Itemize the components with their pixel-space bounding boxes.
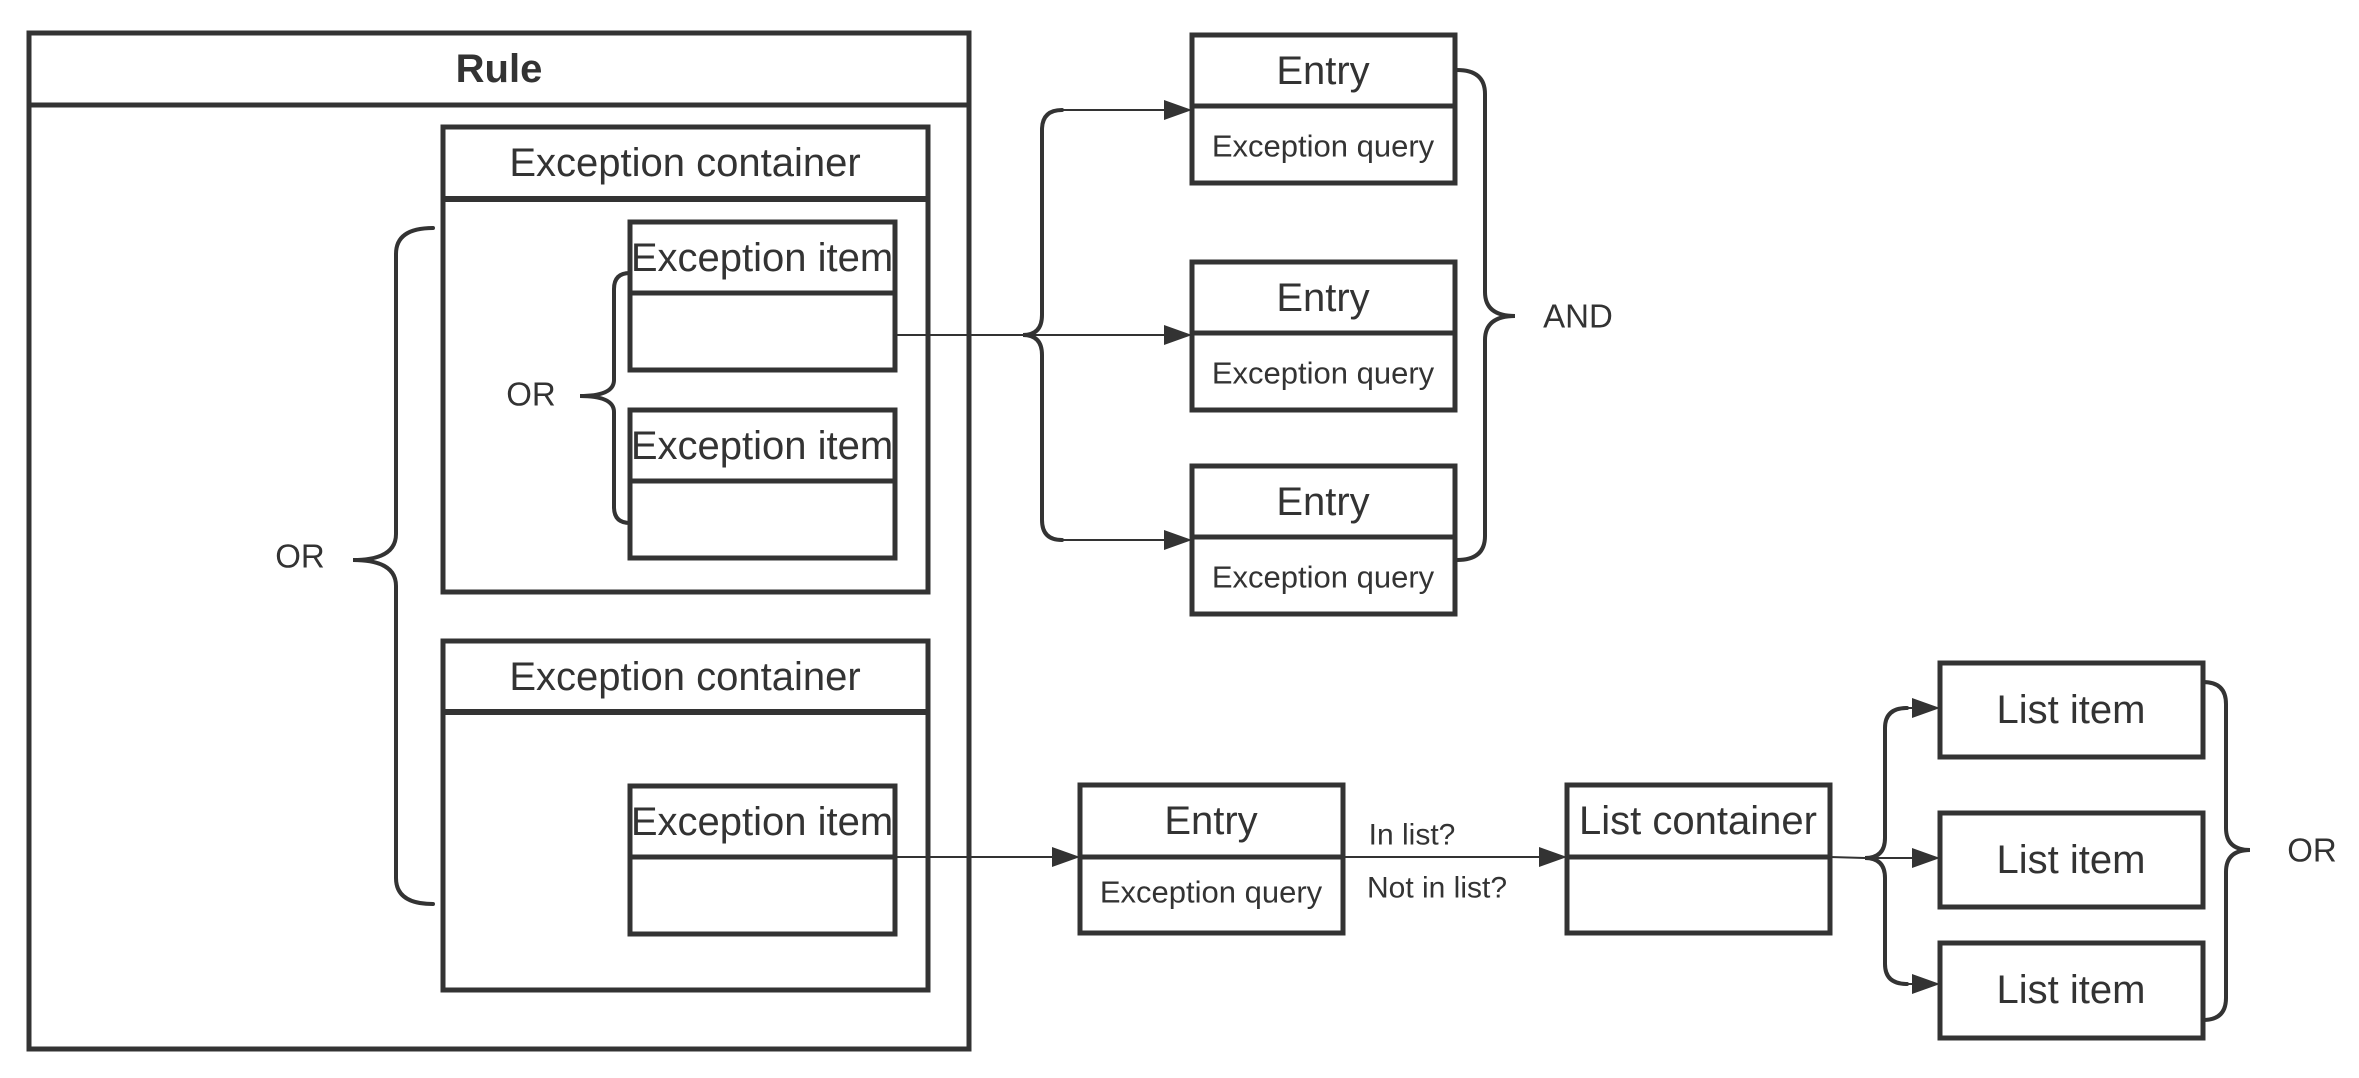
arrowhead-entry-bottom — [1052, 847, 1080, 867]
arrowhead-listitem2 — [1912, 848, 1940, 868]
arrowhead-listitem1 — [1912, 698, 1940, 718]
list-item-2-label: List item — [1997, 838, 2146, 882]
list-item-1-label: List item — [1997, 688, 2146, 732]
exception-container-2-title: Exception container — [509, 655, 860, 699]
or-brace-inner — [579, 271, 632, 525]
arrowhead-list-container — [1539, 847, 1567, 867]
exception-item-2-title: Exception item — [631, 424, 893, 468]
entry-3-title: Entry — [1276, 480, 1369, 524]
and-brace — [1455, 68, 1516, 562]
or-label-list: OR — [2287, 832, 2337, 869]
entry-split-brace — [1022, 108, 1064, 542]
entry-1-box — [1189, 32, 1458, 186]
or-brace-outer — [352, 226, 435, 906]
in-list-label: In list? — [1369, 819, 1456, 852]
arrowhead-entry3 — [1164, 530, 1192, 550]
exception-container-2-box — [440, 638, 931, 993]
list-container-title: List container — [1579, 799, 1817, 843]
entry-bottom-title: Entry — [1164, 799, 1257, 843]
arrowhead-entry2 — [1164, 325, 1192, 345]
entry-bottom-query: Exception query — [1100, 875, 1323, 910]
arrowhead-listitem3 — [1912, 974, 1940, 994]
rule-box — [26, 30, 972, 1052]
entry-2-title: Entry — [1276, 276, 1369, 320]
entry-3-box — [1189, 463, 1458, 617]
exception-item-1-title: Exception item — [631, 236, 893, 280]
list-item-3-box — [1937, 940, 2206, 1041]
list-item-1-box — [1937, 660, 2206, 760]
connector-list-container-to-split — [1829, 856, 1866, 859]
exception-item-3-box — [627, 783, 898, 937]
list-item-3-label: List item — [1997, 968, 2146, 1012]
list-split-brace — [1864, 706, 1909, 986]
or-label-inner: OR — [506, 376, 556, 413]
entry-2-query: Exception query — [1212, 356, 1435, 391]
and-label: AND — [1543, 298, 1613, 335]
rule-title: Rule — [456, 47, 543, 91]
entry-3-query: Exception query — [1212, 560, 1435, 595]
not-in-list-label: Not in list? — [1367, 872, 1507, 905]
entry-1-title: Entry — [1276, 49, 1369, 93]
entry-2-box — [1189, 259, 1458, 413]
or-brace-list — [2201, 680, 2251, 1022]
exception-container-1-box — [440, 124, 931, 595]
exception-item-1-box — [627, 219, 898, 373]
or-label-outer: OR — [275, 538, 325, 575]
exception-item-3-title: Exception item — [631, 800, 893, 844]
exception-item-2-box — [627, 407, 898, 561]
list-item-2-box — [1937, 810, 2206, 910]
arrowhead-entry1 — [1164, 100, 1192, 120]
exception-container-1-title: Exception container — [509, 141, 860, 185]
entry-1-query: Exception query — [1212, 129, 1435, 164]
